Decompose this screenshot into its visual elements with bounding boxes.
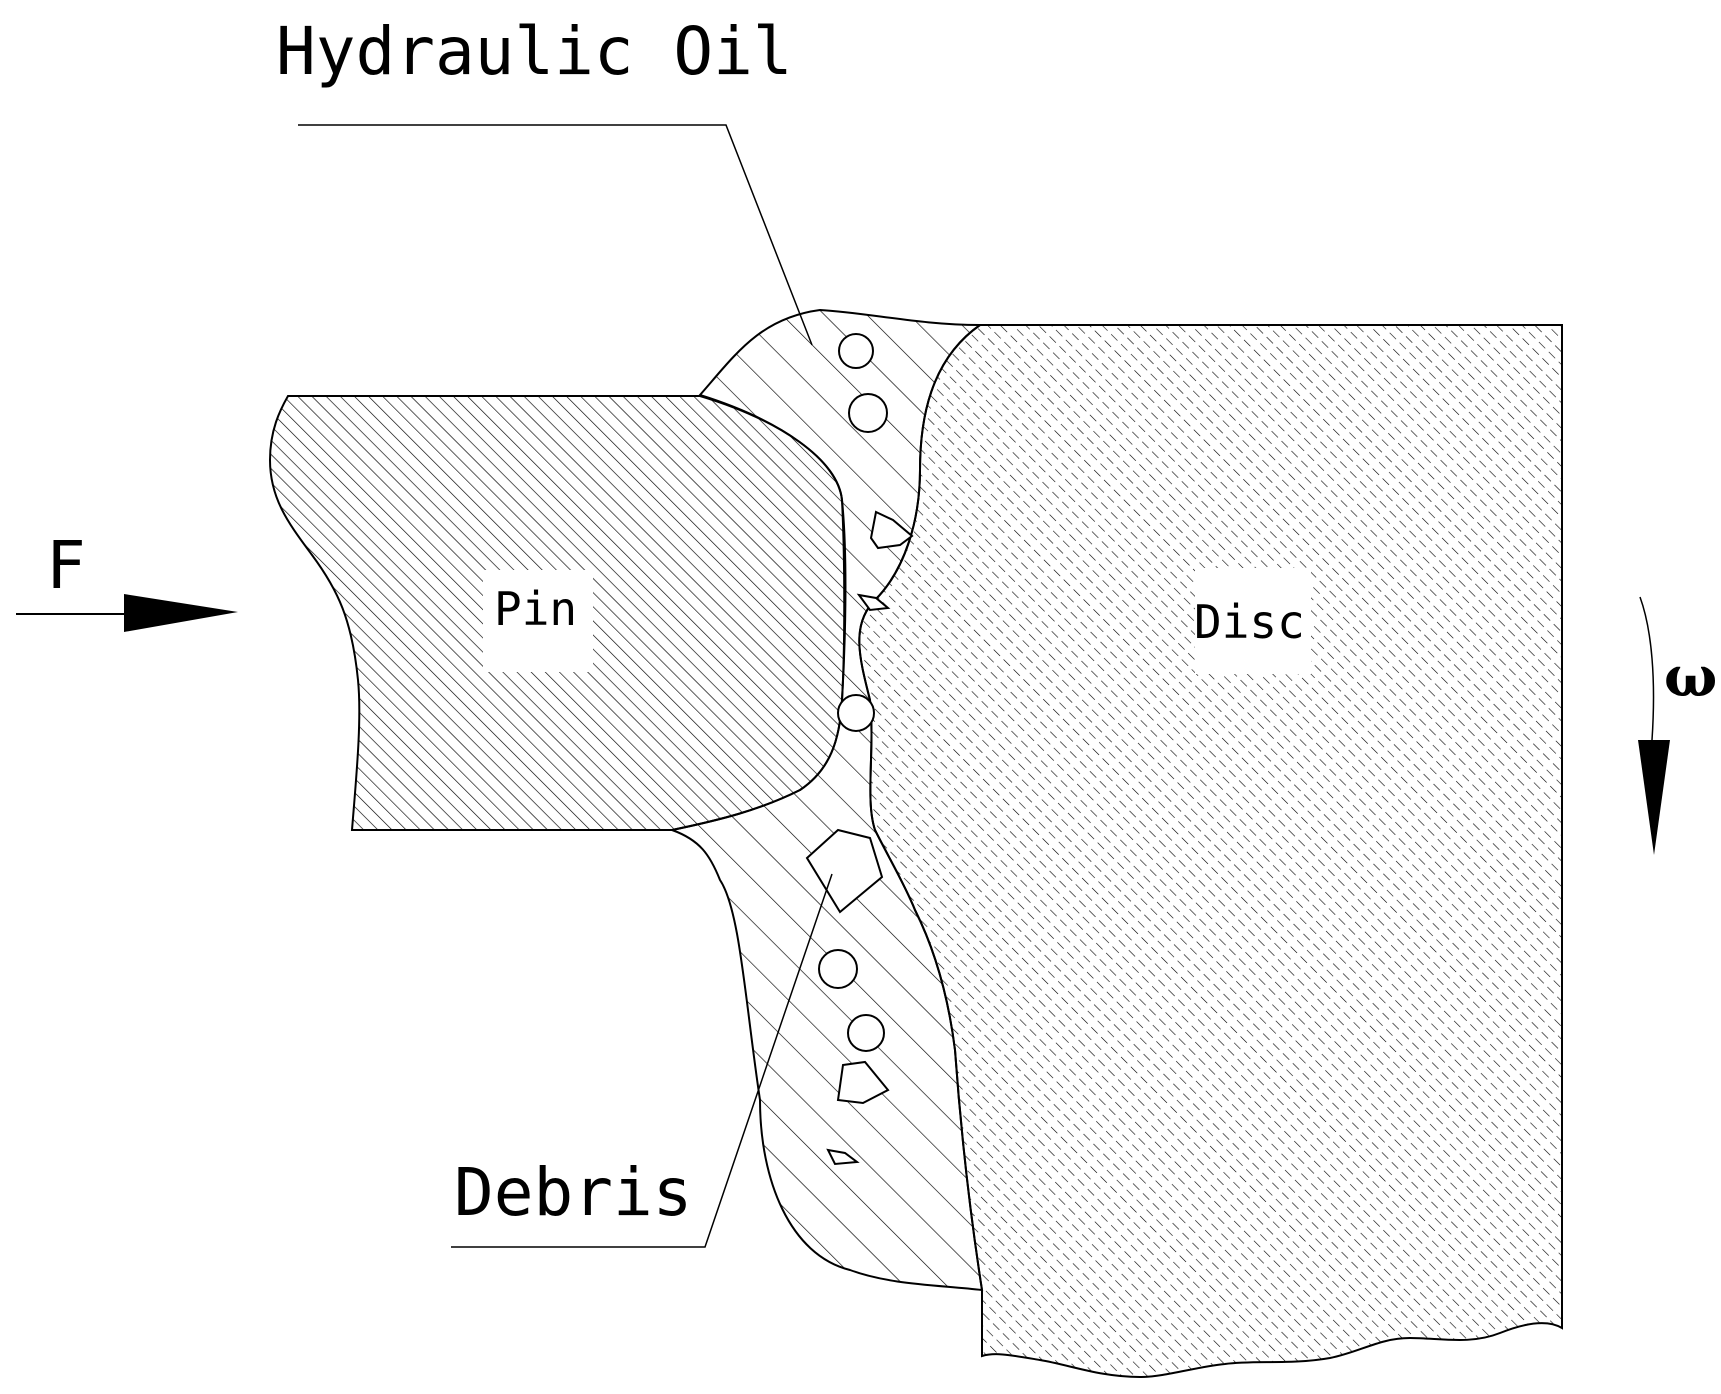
debris-particle-round [838,333,874,369]
debris-label: Debris [454,1154,692,1231]
debris-particle-round [837,694,875,732]
debris-particle-angular [826,1148,860,1166]
hydraulic-oil-label: Hydraulic Oil [276,13,793,90]
debris-leader [451,873,833,1248]
force-arrow-head [124,594,238,632]
debris-particle-angular [836,1060,890,1105]
pin-label-box [483,570,593,672]
debris-particle-angular [805,828,884,914]
debris-particle-angular [856,593,891,612]
force-label: F [46,527,86,604]
rotation-arrow-arc [1639,596,1655,741]
rotation-arrow-head [1638,740,1670,855]
debris-particle-round [848,393,888,433]
debris-particle-angular [869,510,914,550]
debris-particle-round [847,1014,885,1052]
debris-particle-round [818,949,858,989]
disc-label-box [1195,568,1311,674]
pin-label: Pin [494,582,577,636]
omega-label: ω [1664,644,1717,710]
disc-label: Disc [1194,595,1305,649]
hydraulic-oil-leader [298,124,813,346]
